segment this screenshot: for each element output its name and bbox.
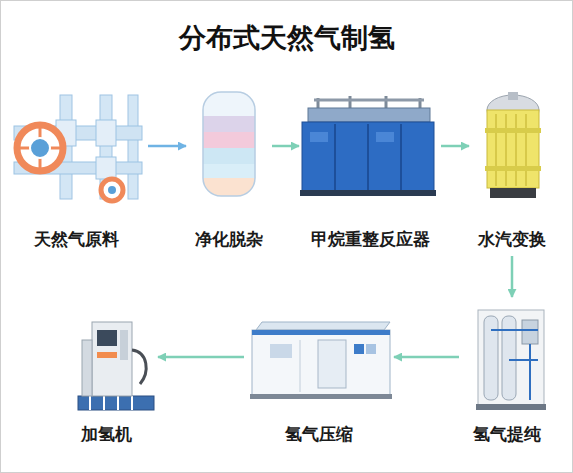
illustration-part (490, 188, 536, 198)
illustration-part (252, 330, 390, 335)
illustration-part (203, 92, 255, 196)
illustration-part (515, 114, 517, 186)
illustration-part (376, 132, 394, 142)
illustration-part (203, 164, 255, 178)
illustration-part (96, 120, 116, 146)
illustration-part (82, 340, 92, 396)
step-label: 天然气原料 (34, 228, 119, 250)
illustration-part (509, 359, 538, 361)
illustration-part (203, 92, 255, 196)
illustration-part (314, 99, 424, 102)
illustration-part (367, 124, 369, 190)
process-step: 甲烷重整反应器 (305, 92, 435, 250)
illustration-part (308, 108, 430, 122)
illustration-part (117, 396, 119, 410)
illustration-part (485, 166, 541, 171)
flow-arrow (511, 256, 514, 297)
illustration-part (476, 404, 546, 410)
illustration-part (334, 124, 336, 190)
illustration-part (487, 110, 539, 188)
illustration-part (92, 322, 132, 396)
illustration-part (302, 122, 434, 192)
step-label: 净化脱杂 (195, 228, 263, 250)
process-step: 氢气压缩 (250, 315, 388, 445)
diagram-title: 分布式天然气制氢 (0, 20, 573, 56)
compressor-illustration (250, 322, 392, 399)
illustration-part (203, 148, 255, 164)
illustration-part (203, 116, 255, 132)
process-step: 加氢机 (60, 313, 152, 445)
illustration-part (89, 396, 91, 410)
flow-arrow (158, 356, 244, 359)
step-label: 加氢机 (81, 423, 132, 445)
flow-arrow (394, 356, 459, 359)
illustration-part (203, 132, 255, 148)
dispenser-illustration (78, 322, 154, 410)
step-label: 氢气压缩 (285, 423, 353, 445)
illustration-part (502, 316, 516, 400)
illustration-part (495, 114, 497, 186)
step-label: 水汽变换 (478, 228, 546, 250)
illustration-part (529, 344, 531, 400)
illustration-part (103, 396, 105, 410)
illustration-part (30, 138, 50, 158)
illustration-part (478, 310, 544, 408)
flow-arrow (148, 145, 186, 148)
illustration-part (131, 396, 133, 410)
illustration-part (132, 350, 146, 384)
illustration-part (270, 344, 292, 358)
illustration-part (485, 128, 541, 133)
flow-arrow (441, 145, 469, 148)
pipe-illustration (14, 95, 142, 201)
illustration-part (484, 316, 498, 400)
illustration-part (491, 329, 538, 331)
process-step: 氢气提纯 (465, 303, 548, 445)
illustration-part (120, 330, 128, 360)
illustration-part (300, 340, 301, 392)
illustration-part (400, 124, 402, 190)
purifier-illustration (476, 310, 546, 410)
step-label: 氢气提纯 (473, 423, 541, 445)
process-step: 净化脱杂 (192, 90, 266, 250)
illustration-part (96, 157, 116, 179)
illustration-part (300, 190, 436, 196)
illustration-part (250, 394, 392, 399)
illustration-part (522, 320, 538, 344)
illustration-part (97, 330, 117, 346)
illustration-part (525, 114, 527, 186)
process-step: 水汽变换 (475, 88, 549, 250)
flow-arrow (272, 145, 299, 148)
illustration-part (310, 132, 328, 142)
illustration-part (97, 352, 117, 358)
illustration-part (256, 322, 390, 330)
illustration-part (17, 125, 63, 171)
illustration-part (505, 114, 507, 186)
illustration-part (508, 92, 518, 100)
illustration-part (252, 330, 390, 396)
shift-converter-illustration (485, 92, 541, 198)
illustration-part (318, 340, 346, 388)
illustration-part (128, 95, 138, 199)
illustration-part (101, 179, 123, 201)
illustration-part (354, 344, 364, 354)
vessel-illustration (203, 92, 255, 196)
reformer-illustration (300, 96, 436, 196)
process-step: 天然气原料 (10, 92, 142, 250)
illustration-part (108, 186, 116, 194)
illustration-part (366, 344, 376, 354)
step-label: 甲烷重整反应器 (311, 228, 430, 250)
illustration-part (78, 396, 154, 410)
